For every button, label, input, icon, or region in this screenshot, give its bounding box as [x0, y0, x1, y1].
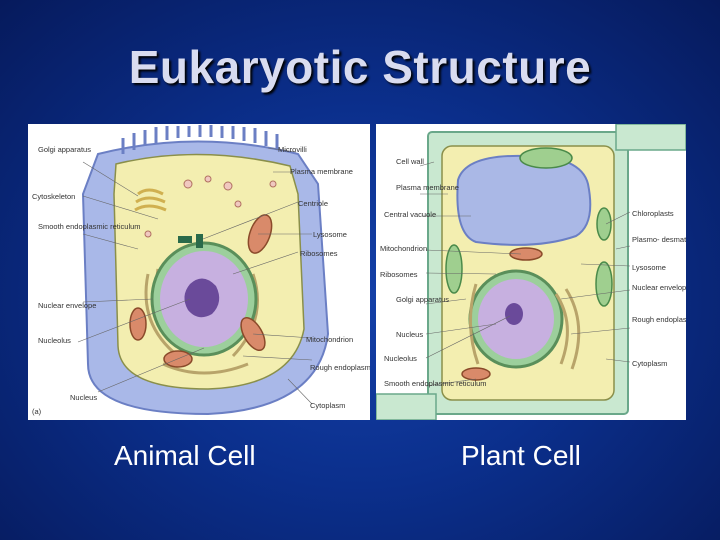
animal-label-nuclear-envelope: Nuclear envelope [38, 301, 96, 310]
plant-label-central-vacuole: Central vacuole [384, 210, 436, 219]
animal-label-ribosomes: Ribosomes [300, 249, 338, 258]
plant-label-mitochondrion: Mitochondrion [380, 244, 427, 253]
plant-label-chloroplasts: Chloroplasts [632, 209, 674, 218]
plant-label-cell-wall: Cell wall [396, 157, 424, 166]
animal-nucleolus [184, 278, 220, 318]
animal-label-smooth-er: Smooth endoplasmic reticulum [38, 222, 141, 231]
plant-mitochondria [461, 247, 543, 381]
animal-cell-diagram: Golgi apparatus Cytoskeleton Smooth endo… [28, 124, 370, 420]
plant-cell-illustration: Cell wall Plasma membrane Central vacuol… [376, 124, 686, 420]
animal-panel-marker: (a) [32, 407, 42, 416]
animal-label-microvilli: Microvilli [278, 145, 307, 154]
plant-central-vacuole [456, 154, 592, 246]
plant-label-plasmodesmata: Plasmo- desmata [632, 235, 686, 244]
animal-label-centriole: Centriole [298, 199, 328, 208]
animal-vesicles [144, 175, 277, 238]
animal-label-rough-er: Rough endoplasmic reticulum [310, 363, 370, 372]
plant-cell-caption: Plant Cell [461, 440, 581, 471]
animal-label-plasma-membrane: Plasma membrane [290, 167, 353, 176]
animal-label-mitochondrion: Mitochondrion [306, 335, 353, 344]
plant-cell-diagram: Cell wall Plasma membrane Central vacuol… [376, 124, 686, 420]
plant-label-ribosomes: Ribosomes [380, 270, 418, 279]
animal-label-lysosome: Lysosome [313, 230, 347, 239]
plant-label-nuclear-envelope: Nuclear envelope [632, 283, 686, 292]
animal-golgi [134, 188, 167, 212]
animal-label-golgi: Golgi apparatus [38, 145, 91, 154]
animal-label-nucleus: Nucleus [70, 393, 97, 402]
plant-rough-er [469, 283, 581, 370]
slide-title: Eukaryotic Structure [128, 41, 592, 93]
animal-leader-lines [77, 147, 313, 405]
plant-label-nucleus: Nucleus [396, 330, 423, 339]
plant-nucleolus [505, 303, 523, 325]
plant-label-golgi: Golgi apparatus [396, 295, 449, 304]
animal-microvilli [121, 125, 279, 154]
plant-label-nucleolus: Nucleolus [384, 354, 417, 363]
plant-label-plasma-membrane: Plasma membrane [396, 183, 459, 192]
plant-label-smooth-er: Smooth endoplasmic reticulum [384, 379, 487, 388]
plant-leader-lines [419, 161, 631, 387]
plant-label-cytoplasm: Cytoplasm [632, 359, 667, 368]
plant-label-lysosome: Lysosome [632, 263, 666, 272]
animal-cell-caption: Animal Cell [114, 440, 256, 471]
animal-label-cytoplasm: Cytoplasm [310, 401, 345, 410]
plant-chloroplasts [445, 147, 613, 307]
animal-label-nucleolus: Nucleolus [38, 336, 71, 345]
animal-centriole [178, 236, 192, 243]
animal-cell-illustration: Golgi apparatus Cytoskeleton Smooth endo… [32, 125, 370, 416]
animal-label-cytoskeleton: Cytoskeleton [32, 192, 75, 201]
plant-label-rough-er: Rough endoplasmic reticulum [632, 315, 686, 324]
